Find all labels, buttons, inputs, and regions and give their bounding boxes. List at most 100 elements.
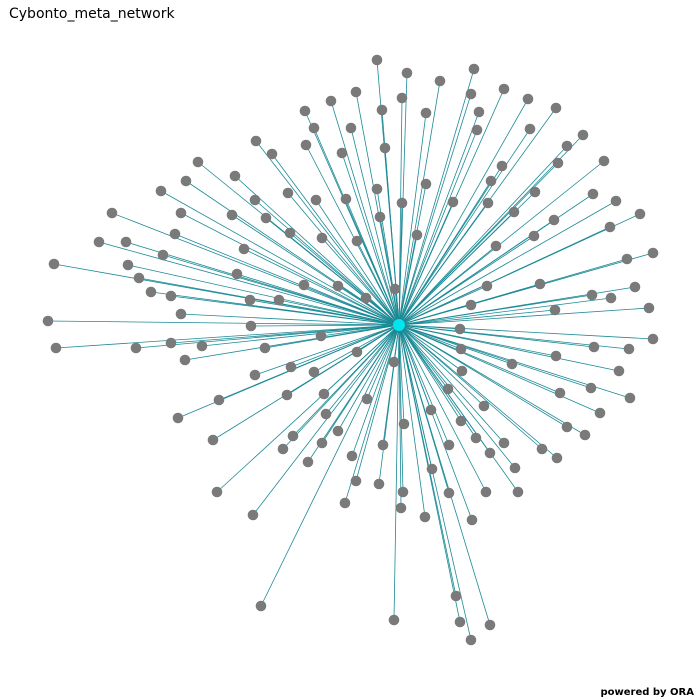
- network-node[interactable]: [465, 299, 477, 311]
- network-node[interactable]: [396, 92, 408, 104]
- network-node[interactable]: [647, 333, 659, 345]
- network-node[interactable]: [130, 342, 142, 354]
- network-node[interactable]: [106, 207, 118, 219]
- network-node[interactable]: [281, 389, 293, 401]
- network-node[interactable]: [175, 308, 187, 320]
- network-node[interactable]: [579, 429, 591, 441]
- network-node[interactable]: [395, 502, 407, 514]
- network-node[interactable]: [351, 346, 363, 358]
- network-node[interactable]: [484, 619, 496, 631]
- network-node[interactable]: [50, 342, 62, 354]
- network-node[interactable]: [471, 124, 483, 136]
- network-node[interactable]: [165, 337, 177, 349]
- network-node[interactable]: [468, 63, 480, 75]
- network-node[interactable]: [634, 208, 646, 220]
- network-node[interactable]: [374, 211, 386, 223]
- network-node[interactable]: [340, 193, 352, 205]
- hub-node[interactable]: [393, 319, 405, 331]
- network-node[interactable]: [175, 207, 187, 219]
- network-node[interactable]: [398, 418, 410, 430]
- network-node[interactable]: [388, 356, 400, 368]
- network-node[interactable]: [285, 361, 297, 373]
- network-node[interactable]: [287, 430, 299, 442]
- network-node[interactable]: [397, 486, 409, 498]
- network-node[interactable]: [302, 456, 314, 468]
- network-node[interactable]: [481, 280, 493, 292]
- network-node[interactable]: [332, 280, 344, 292]
- network-node[interactable]: [529, 186, 541, 198]
- network-node[interactable]: [498, 437, 510, 449]
- network-node[interactable]: [316, 232, 328, 244]
- network-node[interactable]: [308, 366, 320, 378]
- network-node[interactable]: [455, 415, 467, 427]
- network-node[interactable]: [482, 197, 494, 209]
- network-node[interactable]: [196, 340, 208, 352]
- network-node[interactable]: [613, 365, 625, 377]
- network-node[interactable]: [484, 447, 496, 459]
- network-node[interactable]: [315, 330, 327, 342]
- network-node[interactable]: [610, 195, 622, 207]
- network-node[interactable]: [179, 354, 191, 366]
- network-node[interactable]: [480, 486, 492, 498]
- network-node[interactable]: [442, 383, 454, 395]
- network-node[interactable]: [350, 475, 362, 487]
- network-node[interactable]: [550, 102, 562, 114]
- network-node[interactable]: [310, 194, 322, 206]
- network-node[interactable]: [299, 105, 311, 117]
- network-node[interactable]: [238, 243, 250, 255]
- network-node[interactable]: [211, 486, 223, 498]
- network-node[interactable]: [373, 478, 385, 490]
- network-node[interactable]: [259, 342, 271, 354]
- network-node[interactable]: [485, 175, 497, 187]
- network-node[interactable]: [561, 140, 573, 152]
- network-node[interactable]: [249, 194, 261, 206]
- network-node[interactable]: [466, 514, 478, 526]
- network-node[interactable]: [231, 268, 243, 280]
- network-node[interactable]: [192, 156, 204, 168]
- network-node[interactable]: [260, 212, 272, 224]
- network-node[interactable]: [266, 148, 278, 160]
- network-node[interactable]: [169, 228, 181, 240]
- network-node[interactable]: [577, 129, 589, 141]
- network-node[interactable]: [180, 175, 192, 187]
- network-node[interactable]: [443, 487, 455, 499]
- network-node[interactable]: [509, 462, 521, 474]
- network-node[interactable]: [93, 236, 105, 248]
- network-node[interactable]: [332, 425, 344, 437]
- network-node[interactable]: [496, 160, 508, 172]
- network-node[interactable]: [534, 278, 546, 290]
- network-node[interactable]: [554, 387, 566, 399]
- network-node[interactable]: [465, 88, 477, 100]
- network-node[interactable]: [376, 104, 388, 116]
- network-node[interactable]: [273, 294, 285, 306]
- network-node[interactable]: [48, 258, 60, 270]
- network-node[interactable]: [528, 230, 540, 242]
- network-node[interactable]: [454, 323, 466, 335]
- network-node[interactable]: [165, 290, 177, 302]
- network-node[interactable]: [298, 279, 310, 291]
- network-node[interactable]: [522, 93, 534, 105]
- network-node[interactable]: [587, 188, 599, 200]
- network-node[interactable]: [473, 106, 485, 118]
- network-node[interactable]: [561, 421, 573, 433]
- network-node[interactable]: [249, 369, 261, 381]
- network-node[interactable]: [300, 139, 312, 151]
- network-node[interactable]: [396, 197, 408, 209]
- network-node[interactable]: [551, 452, 563, 464]
- network-node[interactable]: [426, 463, 438, 475]
- network-node[interactable]: [512, 486, 524, 498]
- network-node[interactable]: [465, 634, 477, 646]
- network-node[interactable]: [120, 236, 132, 248]
- network-node[interactable]: [586, 289, 598, 301]
- network-node[interactable]: [42, 315, 54, 327]
- network-node[interactable]: [447, 196, 459, 208]
- network-node[interactable]: [213, 394, 225, 406]
- network-node[interactable]: [594, 407, 606, 419]
- network-node[interactable]: [282, 187, 294, 199]
- network-node[interactable]: [320, 408, 332, 420]
- network-node[interactable]: [172, 412, 184, 424]
- network-node[interactable]: [419, 511, 431, 523]
- network-node[interactable]: [250, 135, 262, 147]
- network-node[interactable]: [336, 147, 348, 159]
- network-node[interactable]: [360, 292, 372, 304]
